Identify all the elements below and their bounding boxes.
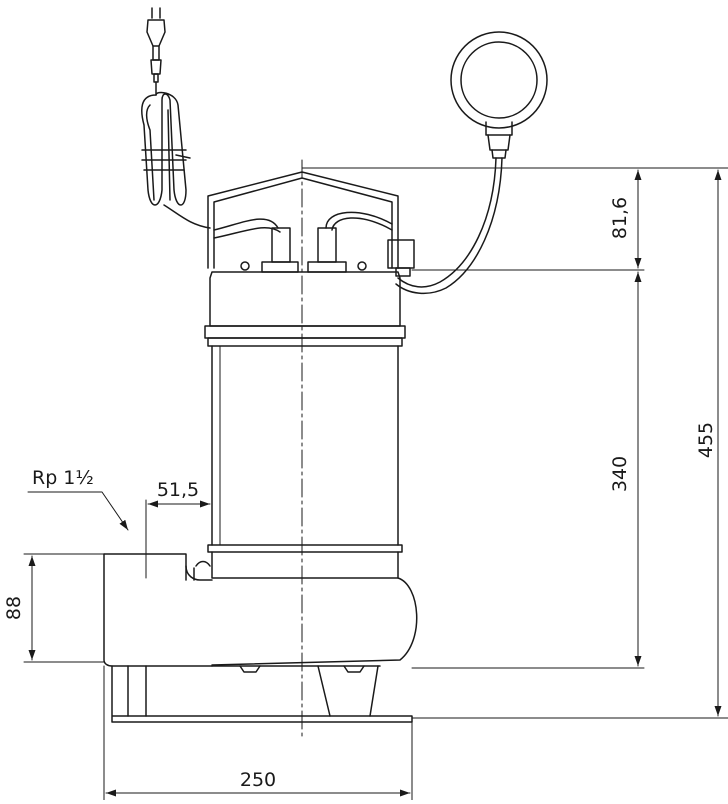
pump-housing bbox=[103, 551, 418, 667]
motor-top-cover bbox=[204, 271, 406, 347]
float-switch bbox=[450, 31, 548, 159]
dim-outlet-height: 88 bbox=[3, 596, 25, 620]
screws bbox=[240, 261, 367, 271]
dim-top-section-height: 81,6 bbox=[609, 197, 631, 239]
float-switch-connector bbox=[387, 239, 415, 277]
pipe-thread-label: Rp 1½ bbox=[32, 467, 94, 489]
dim-overall-height: 455 bbox=[695, 422, 717, 458]
dim-height-to-top: 340 bbox=[609, 456, 631, 492]
cable-gland-right bbox=[307, 211, 393, 273]
dimension-lines bbox=[23, 167, 728, 801]
power-plug bbox=[146, 7, 166, 83]
dim-overall-width: 250 bbox=[240, 769, 276, 791]
motor-housing bbox=[207, 345, 403, 553]
cable-gland-left bbox=[213, 218, 299, 273]
power-cable-coil bbox=[141, 81, 211, 229]
float-cable bbox=[395, 157, 503, 295]
dim-outlet-offset: 51,5 bbox=[157, 479, 199, 501]
pump-base bbox=[111, 665, 413, 723]
